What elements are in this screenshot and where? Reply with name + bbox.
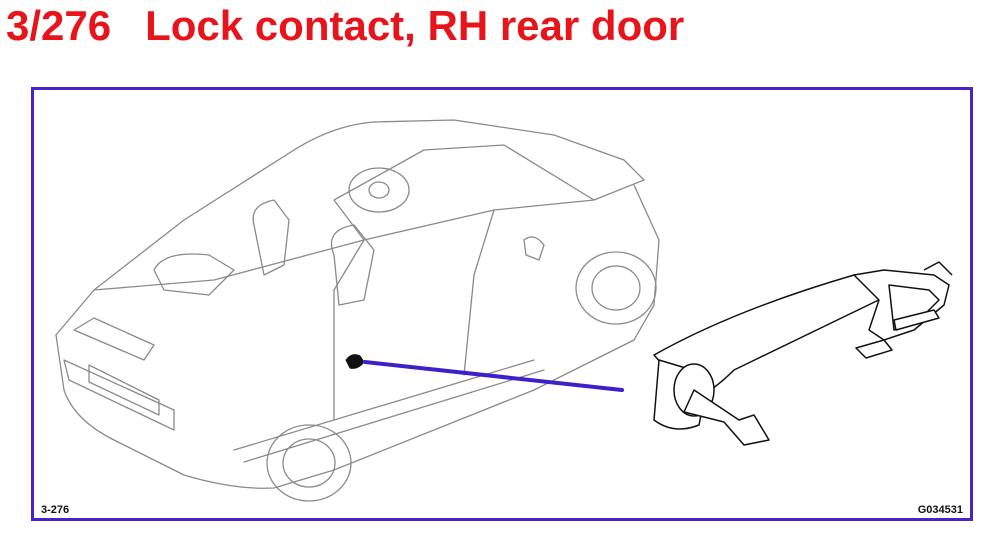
car-outline xyxy=(55,119,660,502)
location-diagram xyxy=(55,119,953,502)
illustration-frame: 3-276 G034531 xyxy=(31,87,973,521)
component-name: Lock contact, RH rear door xyxy=(145,2,685,49)
leader-line xyxy=(363,360,624,392)
figure-id-label: 3-276 xyxy=(41,504,70,516)
lock-contact-marker xyxy=(345,354,365,369)
component-reference: 3/276 xyxy=(6,2,112,49)
door-handle-detail xyxy=(653,261,953,446)
figure-code-label: G034531 xyxy=(917,504,963,516)
page-heading: 3/276 Lock contact, RH rear door xyxy=(6,0,684,52)
